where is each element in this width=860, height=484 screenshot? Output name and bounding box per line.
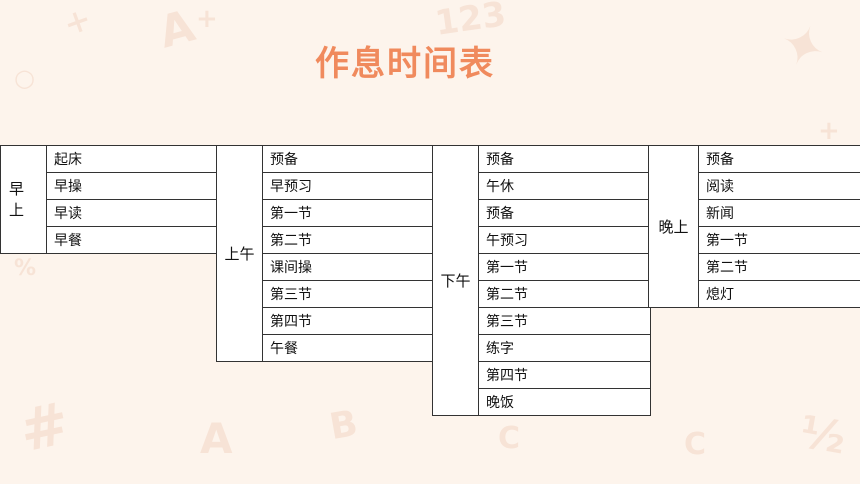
- page-title: 作息时间表: [315, 44, 495, 84]
- schedule-item: 练字: [478, 334, 651, 362]
- schedule-item: 预备: [698, 145, 860, 173]
- schedule-item: 新闻: [698, 199, 860, 227]
- schedule-item: 熄灯: [698, 280, 860, 308]
- schedule-item: 起床: [46, 145, 219, 173]
- section-label: 上午: [216, 145, 263, 362]
- doodle-fraction-icon: ½: [796, 406, 850, 465]
- doodle-letter-a-bottom-icon: A: [200, 414, 233, 463]
- section-label: 下午: [432, 145, 479, 416]
- schedule-item: 早操: [46, 172, 219, 200]
- section-label: 早上: [0, 145, 47, 254]
- doodle-letter-c-icon: C: [498, 421, 521, 456]
- schedule-item: 早预习: [262, 172, 435, 200]
- schedule-item: 午餐: [262, 334, 435, 362]
- section-label-char: 早: [9, 179, 25, 198]
- doodle-numbers-icon: 123: [432, 0, 509, 44]
- doodle-hash-icon: #: [13, 388, 76, 466]
- schedule-item: 第三节: [478, 307, 651, 335]
- schedule-item: 早餐: [46, 226, 219, 254]
- schedule-item: 课间操: [262, 253, 435, 281]
- schedule-item: 第二节: [262, 226, 435, 254]
- schedule-item: 第一节: [262, 199, 435, 227]
- schedule-item: 第四节: [478, 361, 651, 389]
- schedule-item: 早读: [46, 199, 219, 227]
- doodle-plus-right-icon: +: [818, 116, 840, 146]
- doodle-letter-c-right-icon: C: [684, 427, 707, 462]
- schedule-item: 第一节: [478, 253, 651, 281]
- schedule-item: 第二节: [698, 253, 860, 281]
- schedule-item: 午预习: [478, 226, 651, 254]
- doodle-cross-icon: ×: [60, 1, 96, 42]
- schedule-item: 预备: [262, 145, 435, 173]
- doodle-plus-icon: +: [196, 4, 218, 34]
- schedule-item: 第一节: [698, 226, 860, 254]
- schedule-item: 预备: [478, 145, 651, 173]
- schedule-item: 午休: [478, 172, 651, 200]
- schedule-item: 第二节: [478, 280, 651, 308]
- schedule-item: 晚饭: [478, 388, 651, 416]
- schedule-item: 第四节: [262, 307, 435, 335]
- schedule-item: 第三节: [262, 280, 435, 308]
- schedule-item: 预备: [478, 199, 651, 227]
- section-label: 晚上: [648, 145, 699, 308]
- doodle-letter-b-icon: B: [326, 402, 361, 449]
- section-label-char: 上: [9, 200, 25, 219]
- schedule-item: 阅读: [698, 172, 860, 200]
- doodle-percent-icon: %: [14, 256, 37, 281]
